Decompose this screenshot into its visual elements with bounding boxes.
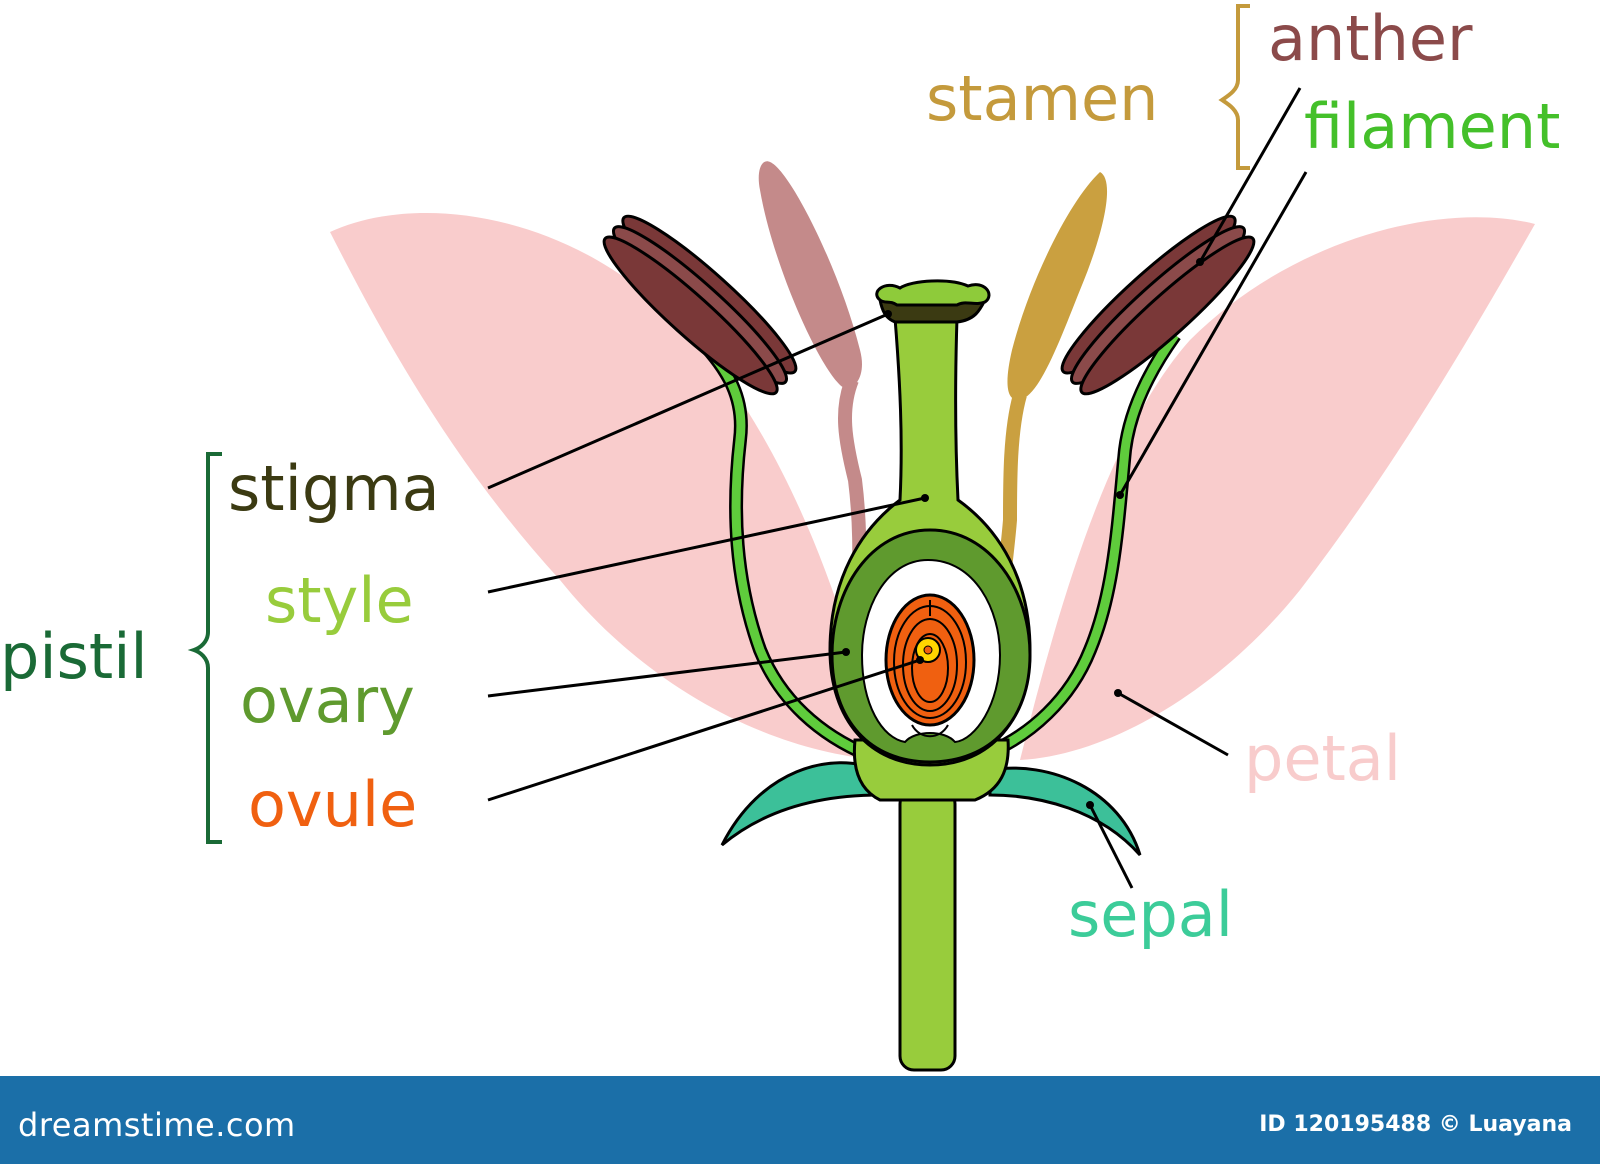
leader-lines — [487, 87, 1308, 889]
leader-sepal — [1088, 804, 1134, 889]
sepal-right — [988, 766, 1142, 856]
anther-left — [602, 214, 798, 396]
leader-stigma — [487, 312, 889, 490]
label-ovule: ovule — [248, 768, 417, 841]
brackets — [187, 4, 1250, 844]
stigma-rim — [875, 279, 991, 307]
label-pistil: pistil — [0, 620, 148, 693]
watermark-footer: dreamstime.com ID 120195488 © Luayana — [0, 1076, 1600, 1164]
petals — [330, 213, 1535, 761]
right-petal — [1020, 217, 1535, 761]
sepals — [720, 761, 1142, 856]
stamen-bracket — [1218, 4, 1250, 170]
label-anther: anther — [1268, 2, 1473, 75]
anther-right — [1060, 214, 1256, 396]
back-anther-left — [758, 161, 862, 389]
label-stigma: stigma — [228, 452, 440, 525]
back-stamens — [758, 161, 1108, 581]
filament-right-fill — [988, 332, 1179, 757]
sepal-left — [720, 761, 882, 847]
leader-style — [487, 496, 926, 594]
leader-filament — [1118, 171, 1308, 496]
leader-anther — [1198, 87, 1302, 263]
back-anther-right — [1007, 172, 1108, 401]
label-stamen: stamen — [926, 62, 1158, 135]
footer-brand: dreamstime.com — [18, 1106, 296, 1144]
label-sepal: sepal — [1068, 878, 1233, 951]
front-filaments — [690, 330, 1181, 762]
pistil-bracket — [187, 452, 222, 844]
label-ovary: ovary — [240, 664, 415, 737]
stem — [898, 788, 957, 1072]
label-petal: petal — [1244, 722, 1401, 795]
label-filament: filament — [1304, 90, 1560, 163]
labels: stamen anther filament stigma style ovar… — [0, 2, 1560, 951]
label-style: style — [265, 564, 414, 637]
leader-dots — [842, 258, 1204, 809]
pistil — [828, 279, 1032, 767]
leader-ovule — [487, 658, 921, 802]
leader-petal — [1117, 691, 1229, 757]
left-petal — [330, 213, 880, 760]
ovule-drawing — [884, 593, 976, 738]
filament-left-fill — [691, 331, 870, 760]
footer-credit: ID 120195488 © Luayana — [1259, 1112, 1572, 1137]
stem-group — [852, 738, 1010, 1072]
front-anthers — [602, 214, 1256, 396]
leader-ovary — [487, 650, 847, 698]
